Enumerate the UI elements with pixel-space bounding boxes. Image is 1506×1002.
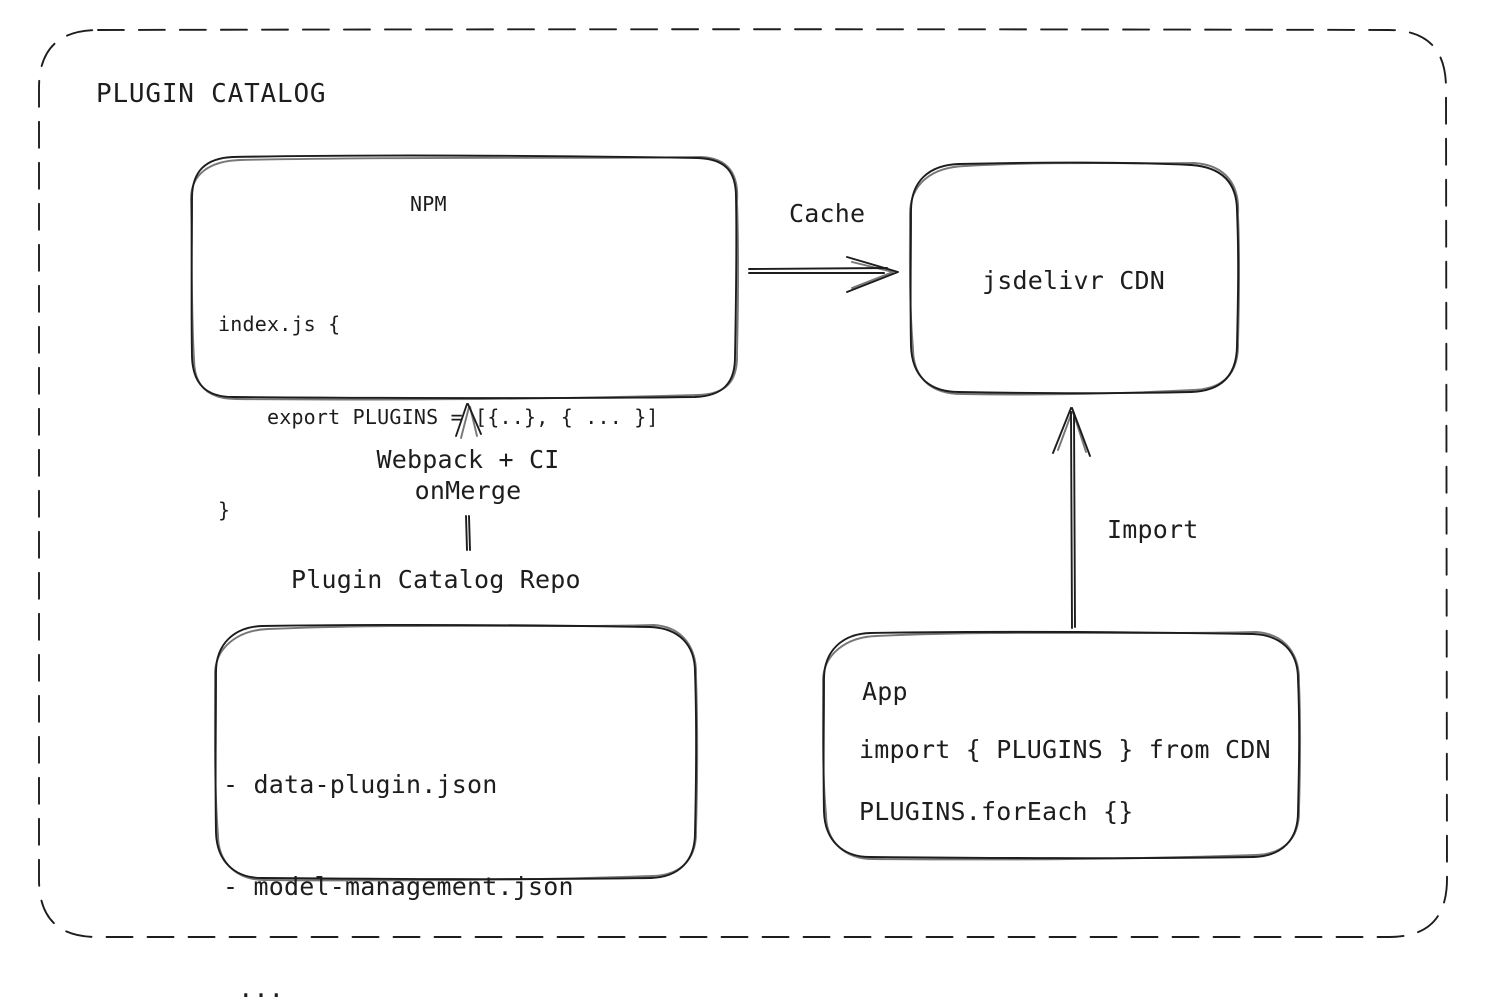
import-arrow-head-left-echo (1057, 411, 1073, 451)
build-arrow-head-left (455, 403, 468, 437)
cache-arrow-shaft (748, 267, 888, 270)
cdn-box-outline-echo (908, 162, 1241, 396)
build-arrow (455, 403, 482, 551)
cache-arrow-head (846, 256, 899, 293)
import-arrow-shaft (1070, 411, 1073, 629)
npm-box-outline-echo (190, 156, 740, 401)
build-arrow-tail (465, 515, 468, 551)
build-arrow-tail-2 (468, 515, 471, 551)
repo-title: Plugin Catalog Repo (291, 565, 581, 594)
build-arrow-label: Webpack + CI onMerge (376, 445, 560, 505)
app-code-line-import: import { PLUGINS } from CDN (859, 735, 1271, 764)
app-box-outline-echo (821, 631, 1302, 861)
diagram-title: PLUGIN CATALOG (96, 79, 327, 109)
import-arrow-shaft-2 (1073, 412, 1076, 628)
cache-arrow (748, 256, 899, 293)
import-arrow-label: Import (1107, 515, 1199, 544)
build-arrow-head-right-echo (469, 406, 478, 437)
npm-code-line: export PLUGINS = [{..}, { ... }] (218, 405, 659, 429)
repo-file-item: - model-management.json (223, 872, 574, 901)
repo-box-outline-echo (213, 624, 699, 882)
cache-arrow-label: Cache (789, 199, 866, 228)
npm-code-line: } (218, 498, 231, 522)
npm-code-line: index.js { (218, 312, 341, 336)
cdn-box-label: jsdelivr CDN (982, 266, 1166, 295)
npm-code-block: index.js { export PLUGINS = [{..}, { ...… (218, 247, 659, 588)
import-arrow-head-left (1052, 407, 1072, 454)
cache-arrow-head-echo (851, 261, 894, 289)
repo-file-list: - data-plugin.json - model-management.js… (223, 700, 574, 1002)
repo-file-item: ... (223, 974, 285, 1002)
import-arrow (1052, 407, 1091, 629)
app-code-line-foreach: PLUGINS.forEach {} (859, 797, 1134, 826)
npm-box-title: NPM (410, 192, 447, 216)
build-arrow-head-left-echo (460, 406, 470, 439)
app-box-title: App (862, 677, 908, 706)
repo-file-item: - data-plugin.json (223, 770, 498, 799)
import-arrow-head-right-echo (1072, 411, 1087, 453)
plugin-catalog-frame (38, 28, 1448, 938)
